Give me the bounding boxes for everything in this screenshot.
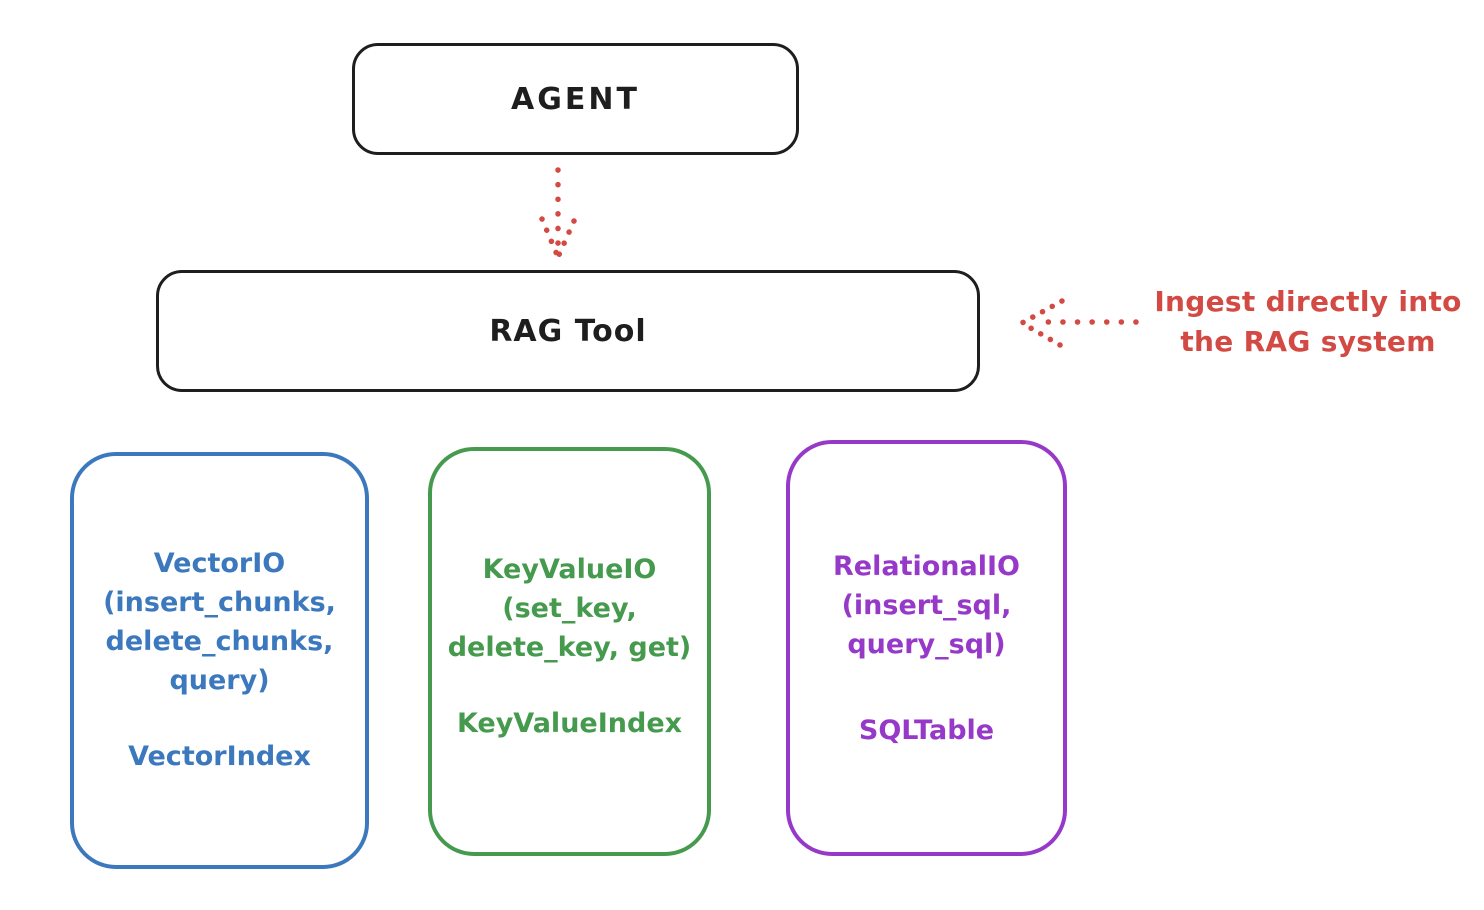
agent-label: AGENT <box>511 81 640 117</box>
sql-table-label: SQLTable <box>858 715 995 746</box>
ingest-annotation-arrow <box>1019 298 1139 348</box>
vector-index-label: VectorIndex <box>128 741 311 772</box>
ingest-annotation: Ingest directly into the RAG system <box>1136 282 1480 362</box>
keyvalue-io-line: (set_key, <box>502 593 637 624</box>
vector-io-line: query) <box>169 665 270 696</box>
keyvalue-index-label: KeyValueIndex <box>456 708 683 739</box>
relational-io-line: RelationalIO <box>833 551 1020 582</box>
keyvalue-io-methods: KeyValueIO (set_key, delete_key, get) <box>448 550 692 667</box>
agent-to-rag-tool-arrow <box>539 167 577 260</box>
relational-io-line: (insert_sql, <box>841 590 1012 621</box>
rag-tool-label: RAG Tool <box>489 313 647 349</box>
vector-io-line: (insert_chunks, <box>103 587 336 618</box>
agent-box: AGENT <box>352 43 799 155</box>
relational-io-methods: RelationalIO (insert_sql, query_sql) <box>833 547 1020 664</box>
vector-io-box: VectorIO (insert_chunks, delete_chunks, … <box>70 452 369 869</box>
keyvalue-io-box: KeyValueIO (set_key, delete_key, get) Ke… <box>428 447 711 856</box>
rag-tool-box: RAG Tool <box>156 270 980 392</box>
vector-io-methods: VectorIO (insert_chunks, delete_chunks, … <box>103 544 336 700</box>
vector-io-line: delete_chunks, <box>105 626 334 657</box>
relational-io-line: query_sql) <box>847 629 1006 660</box>
ingest-annotation-line1: Ingest directly into <box>1154 285 1462 318</box>
relational-io-box: RelationalIO (insert_sql, query_sql) SQL… <box>786 440 1067 856</box>
keyvalue-io-line: KeyValueIO <box>482 554 657 585</box>
vector-io-line: VectorIO <box>153 548 286 579</box>
ingest-annotation-line2: the RAG system <box>1180 325 1436 358</box>
keyvalue-io-line: delete_key, get) <box>447 632 692 663</box>
